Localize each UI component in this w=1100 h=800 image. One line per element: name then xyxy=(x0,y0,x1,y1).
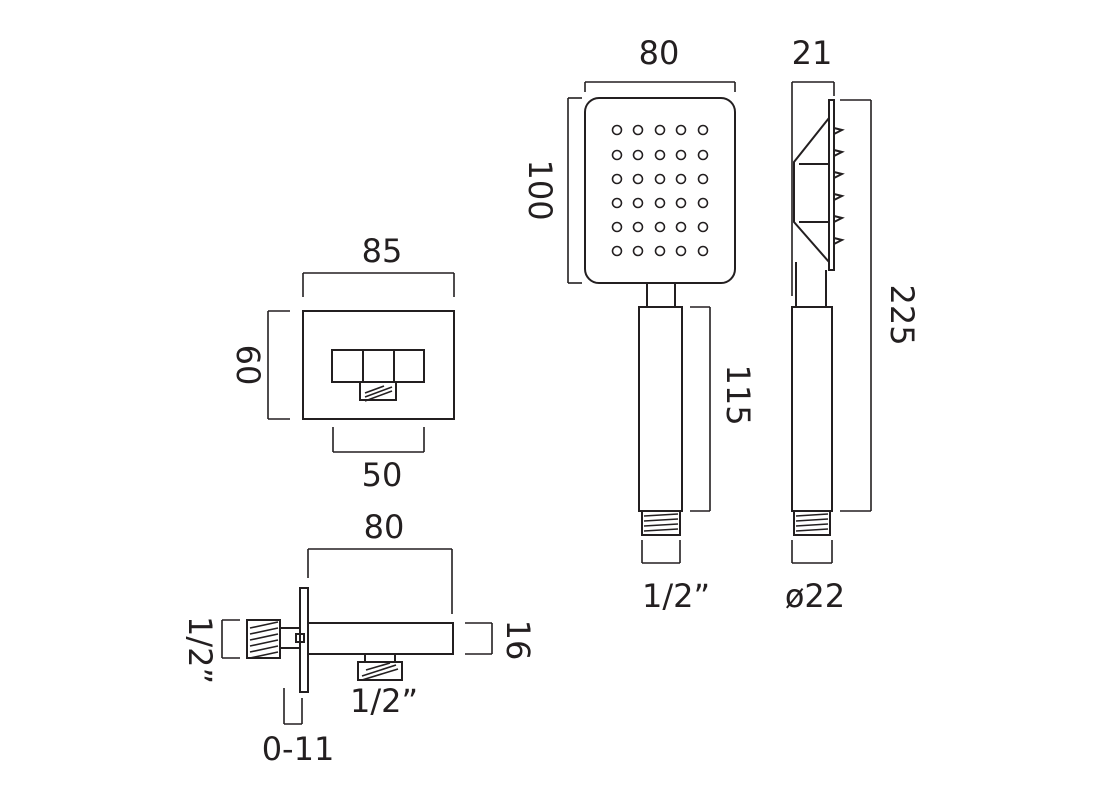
dim-225-label: 225 xyxy=(883,284,921,345)
dim-80-arm-label: 80 xyxy=(364,508,405,546)
dim-80-head: 80 xyxy=(584,34,736,92)
handset-front-view: 80 100 115 1/2” xyxy=(521,34,757,615)
dim-diameter-22-label: ø22 xyxy=(785,577,845,615)
dim-0-11-label: 0-11 xyxy=(262,730,335,768)
nozzle-teeth xyxy=(833,127,845,245)
dim-80-arm: 80 xyxy=(307,508,453,614)
outlet-plate xyxy=(302,310,455,420)
dim-16: 16 xyxy=(465,620,537,661)
dim-80-head-label: 80 xyxy=(639,34,680,72)
dim-115: 115 xyxy=(690,306,757,512)
dim-21-label: 21 xyxy=(792,34,833,72)
side-thread xyxy=(793,510,831,536)
dim-100: 100 xyxy=(521,97,582,284)
dim-60: 60 xyxy=(229,310,290,420)
outlet-knob xyxy=(331,349,425,383)
dim-handset-thread-label: 1/2” xyxy=(642,577,710,615)
head-profile xyxy=(793,117,830,263)
dim-60-label: 60 xyxy=(229,345,267,386)
dim-85: 85 xyxy=(302,232,455,297)
outlet-arm xyxy=(307,622,454,655)
dim-100-label: 100 xyxy=(521,159,559,220)
outlet-nozzle-thread xyxy=(357,661,403,681)
wall-outlet-side-view: 80 16 1/2” 1/2” 0-11 xyxy=(181,508,537,768)
dim-outlet-thread-label: 1/2” xyxy=(350,682,418,720)
dim-inlet-thread-label: 1/2” xyxy=(181,616,219,684)
head-face-plate xyxy=(828,99,835,271)
dim-diameter-22: ø22 xyxy=(785,540,845,615)
handset-thread xyxy=(641,510,681,536)
dim-handset-thread: 1/2” xyxy=(641,540,710,615)
dim-50: 50 xyxy=(332,427,425,494)
handset-handle xyxy=(638,306,683,512)
dim-21: 21 xyxy=(791,34,835,296)
dim-inlet-thread: 1/2” xyxy=(181,616,240,684)
dim-16-label: 16 xyxy=(499,620,537,661)
side-handle xyxy=(791,306,833,512)
handset-side-view: 21 225 ø22 xyxy=(785,34,921,615)
dim-50-label: 50 xyxy=(362,456,403,494)
wall-outlet-front-view: 85 60 50 xyxy=(229,232,455,494)
handset-neck xyxy=(646,282,676,308)
inlet-thread xyxy=(246,619,281,659)
dim-225: 225 xyxy=(840,99,921,512)
dim-115-label: 115 xyxy=(719,364,757,425)
outlet-thread xyxy=(359,381,397,401)
dim-0-11: 0-11 xyxy=(262,688,335,768)
spray-nozzles xyxy=(611,124,709,257)
dim-85-label: 85 xyxy=(362,232,403,270)
